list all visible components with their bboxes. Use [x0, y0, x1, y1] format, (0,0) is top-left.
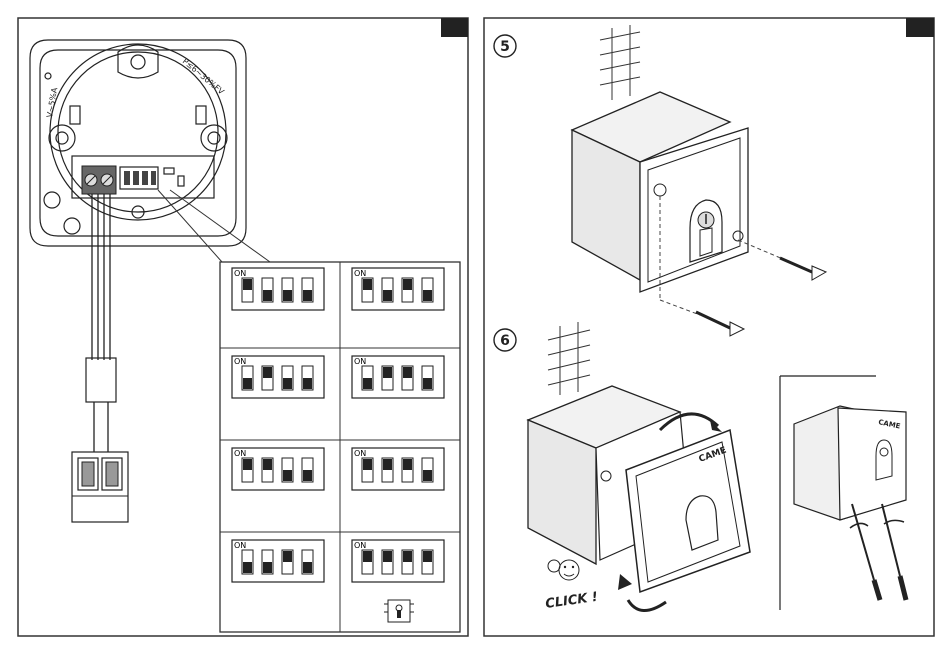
- step-6-number: 6: [500, 333, 510, 349]
- dip-switch-knob: [243, 279, 252, 290]
- dip-on-label: ON: [354, 269, 366, 278]
- dip-setting-1: ON: [232, 268, 324, 310]
- dip-switch-knob: [403, 551, 412, 562]
- dip-setting-4: ON: [352, 356, 444, 398]
- dip-switch-knob: [263, 562, 272, 573]
- removal-inset: [780, 376, 906, 610]
- dip-switch-knob: [423, 290, 432, 301]
- dip-switch-knob: [303, 470, 312, 481]
- screw-lower: [696, 312, 744, 336]
- dip-switch-knob: [403, 279, 412, 290]
- power-spec-label: P≤6~30%FV: [181, 57, 226, 97]
- dip-switch-knob: [403, 367, 412, 378]
- dip-switch-knob: [383, 551, 392, 562]
- dip-switch-knob: [423, 470, 432, 481]
- dip-switch-knob: [283, 290, 292, 301]
- dip-on-label: ON: [354, 357, 366, 366]
- dip-switch-knob: [363, 551, 372, 562]
- dip-setting-3: ON: [232, 356, 324, 398]
- click-face-icon: [548, 560, 579, 580]
- right-panel-tab: [906, 18, 934, 37]
- click-text: CLICK !: [544, 590, 598, 612]
- dip-on-label: ON: [234, 269, 246, 278]
- dip-switch-knob: [363, 459, 372, 470]
- zoom-leader-left: [158, 190, 222, 262]
- base-plate: [30, 40, 246, 246]
- dip-switch-knob: [383, 367, 392, 378]
- dip-switch-knob: [263, 459, 272, 470]
- dip-switch-knob: [243, 562, 252, 573]
- dip-switch-knob: [263, 290, 272, 301]
- screw-upper: [780, 258, 826, 280]
- dip-switch-knob: [263, 367, 272, 378]
- zoom-leader-right: [170, 190, 270, 262]
- dip-on-label: ON: [234, 541, 246, 550]
- dip-settings-table: [220, 262, 460, 632]
- dip-switch-knob: [383, 459, 392, 470]
- dip-on-label: ON: [234, 357, 246, 366]
- dip-switch-knob: [423, 378, 432, 389]
- key-decoder-icon: [384, 600, 414, 622]
- click-arrow: [628, 600, 666, 611]
- dip-switch-knob: [283, 551, 292, 562]
- step-5-number: 5: [500, 39, 510, 55]
- dip-on-label: ON: [354, 541, 366, 550]
- dip-switch-knob: [303, 290, 312, 301]
- dip-switch-knob: [243, 459, 252, 470]
- dip-switch-knob: [363, 279, 372, 290]
- dip-switch-knob: [283, 378, 292, 389]
- dip-switch-knob: [383, 290, 392, 301]
- wires: [86, 194, 116, 452]
- terminal-connector: [72, 452, 128, 522]
- dip-setting-8: ON: [352, 540, 444, 582]
- dip-switch-knob: [423, 551, 432, 562]
- dip-switch-knob: [303, 562, 312, 573]
- dip-on-label: ON: [234, 449, 246, 458]
- dip-setting-7: ON: [232, 540, 324, 582]
- voltage-label: V~5%A: [45, 86, 59, 118]
- dip-setting-6: ON: [352, 448, 444, 490]
- dip-switch-knob: [363, 378, 372, 389]
- wall-hatch-5: [600, 25, 640, 100]
- dip-switch-knob: [303, 378, 312, 389]
- dip-switch-knob: [243, 378, 252, 389]
- wall-hatch-6: [548, 322, 590, 395]
- dip-setting-2: ON: [352, 268, 444, 310]
- left-panel-tab: [441, 18, 468, 37]
- screw-guide-1b: [660, 300, 700, 315]
- dip-on-label: ON: [354, 449, 366, 458]
- dip-switch-knob: [403, 459, 412, 470]
- dip-setting-5: ON: [232, 448, 324, 490]
- dip-switch-knob: [283, 470, 292, 481]
